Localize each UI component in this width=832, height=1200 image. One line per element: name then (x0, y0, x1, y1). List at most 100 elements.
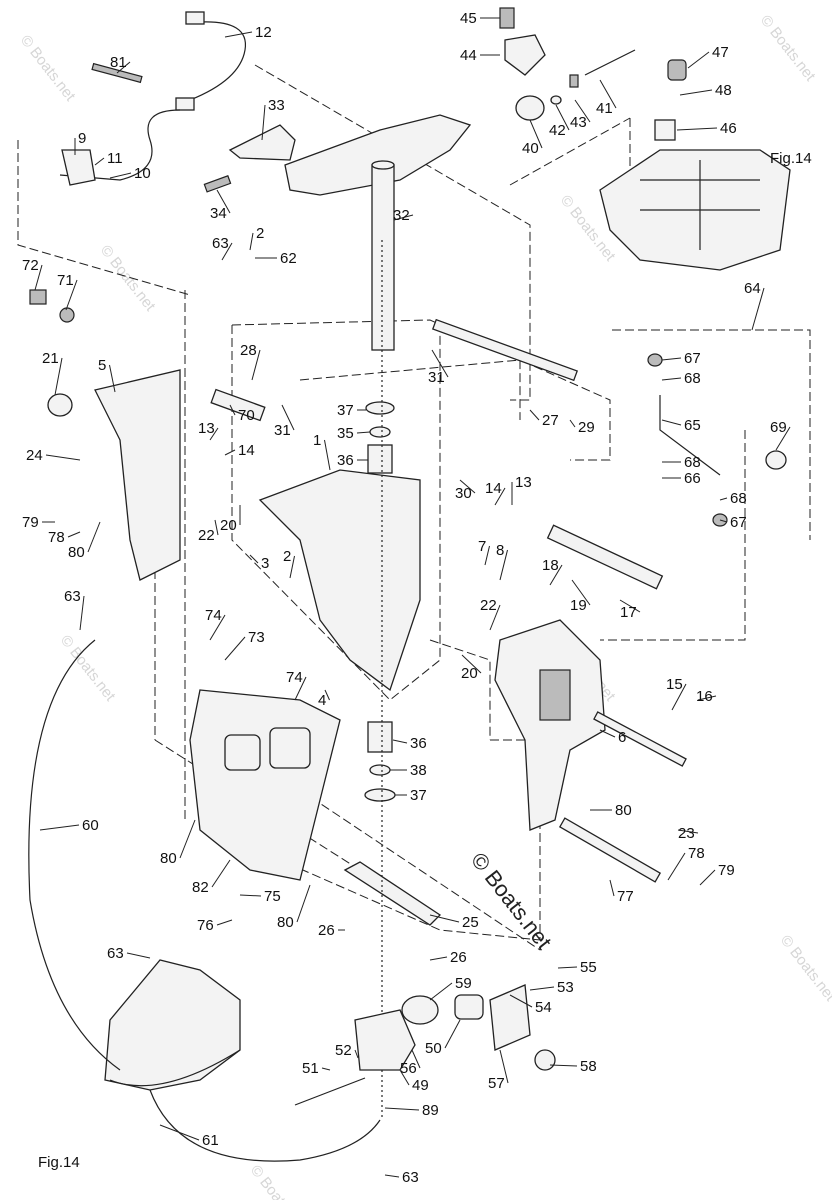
leader-line (679, 89, 713, 96)
callout-80: 80 (68, 544, 85, 561)
parts (28, 7, 791, 1162)
leader-line (555, 104, 570, 131)
figure-ref-upper: Fig.14 (770, 150, 812, 167)
callout-62: 62 (280, 250, 297, 267)
callout-36: 36 (337, 452, 354, 469)
callout-38: 38 (410, 762, 427, 779)
watermark: © Boats.net (757, 12, 819, 85)
callout-79: 79 (718, 862, 735, 879)
callout-7: 7 (478, 538, 486, 555)
leader-line (677, 829, 699, 834)
leader-line (179, 819, 196, 859)
callout-78: 78 (688, 845, 705, 862)
leader-line (509, 994, 533, 1008)
leader-line (94, 157, 105, 166)
leader-line (216, 919, 233, 926)
callout-89: 89 (422, 1102, 439, 1119)
callout-27: 27 (542, 412, 559, 429)
leader-line (661, 419, 682, 426)
callout-26: 26 (450, 949, 467, 966)
leader-line (249, 232, 254, 251)
callout-2: 2 (256, 225, 264, 242)
leader-line (599, 729, 616, 738)
callout-80: 80 (277, 914, 294, 931)
watermark: © Boats.net (777, 932, 832, 1005)
leader-line (384, 1107, 420, 1111)
callout-4: 4 (318, 692, 326, 709)
leader-line (229, 404, 236, 416)
callout-33: 33 (268, 97, 285, 114)
leader-line (489, 604, 501, 631)
callout-65: 65 (684, 417, 701, 434)
leader-line (65, 279, 78, 311)
leader-line (661, 357, 682, 361)
leader-line (281, 404, 295, 431)
callout-59: 59 (455, 975, 472, 992)
leader-line (676, 127, 718, 131)
leader-line (599, 79, 617, 109)
callout-19: 19 (570, 597, 587, 614)
callout-54: 54 (535, 999, 552, 1016)
leader-line (211, 859, 231, 888)
callout-13: 13 (515, 474, 532, 491)
callout-41: 41 (596, 100, 613, 117)
callout-52: 52 (335, 1042, 352, 1059)
leader-line (671, 683, 687, 711)
leader-line (224, 449, 236, 456)
leader-line (289, 555, 295, 579)
callout-40: 40 (522, 140, 539, 157)
leader-line (719, 519, 728, 523)
callout-14: 14 (238, 442, 255, 459)
callout-53: 53 (557, 979, 574, 996)
callout-74: 74 (286, 669, 303, 686)
callout-29: 29 (578, 419, 595, 436)
callout-63: 63 (64, 588, 81, 605)
callout-30: 30 (455, 485, 472, 502)
leader-line (529, 119, 543, 149)
watermark: © Boats.net (97, 242, 159, 315)
callout-56: 56 (400, 1060, 417, 1077)
leader-line (687, 51, 710, 69)
leader-line (429, 914, 460, 923)
callout-9: 9 (78, 130, 86, 147)
leader-line (399, 1069, 410, 1086)
leader-line (214, 519, 219, 536)
leader-line (444, 1019, 461, 1049)
callout-13: 13 (198, 420, 215, 437)
leader-line (239, 894, 262, 897)
callout-49: 49 (412, 1077, 429, 1094)
leader-line (356, 431, 371, 434)
leader-line (569, 419, 576, 428)
leader-line (249, 554, 259, 564)
leader-line (392, 739, 408, 744)
callout-63: 63 (402, 1169, 419, 1186)
callout-18: 18 (542, 557, 559, 574)
leader-line (661, 377, 682, 381)
leader-line (429, 982, 453, 1001)
callout-72: 72 (22, 257, 39, 274)
callout-11: 11 (107, 150, 123, 167)
callout-12: 12 (255, 24, 272, 41)
leader-line (499, 549, 508, 581)
leader-line (529, 409, 540, 421)
callout-58: 58 (580, 1058, 597, 1075)
leader-line (126, 952, 151, 959)
leader-line (34, 264, 43, 291)
callout-71: 71 (57, 272, 74, 289)
callout-81: 81 (110, 54, 127, 71)
leader-line (431, 349, 449, 378)
leader-line (719, 497, 728, 501)
callout-76: 76 (197, 917, 214, 934)
callout-47: 47 (712, 44, 729, 61)
callout-63: 63 (107, 945, 124, 962)
callout-78: 78 (48, 529, 65, 546)
leader-line (321, 1067, 331, 1071)
leader-line (393, 214, 414, 221)
callout-28: 28 (240, 342, 257, 359)
leader-line (159, 1124, 200, 1141)
callout-37: 37 (410, 787, 427, 804)
leader-line (751, 287, 765, 331)
leader-line (699, 869, 716, 886)
